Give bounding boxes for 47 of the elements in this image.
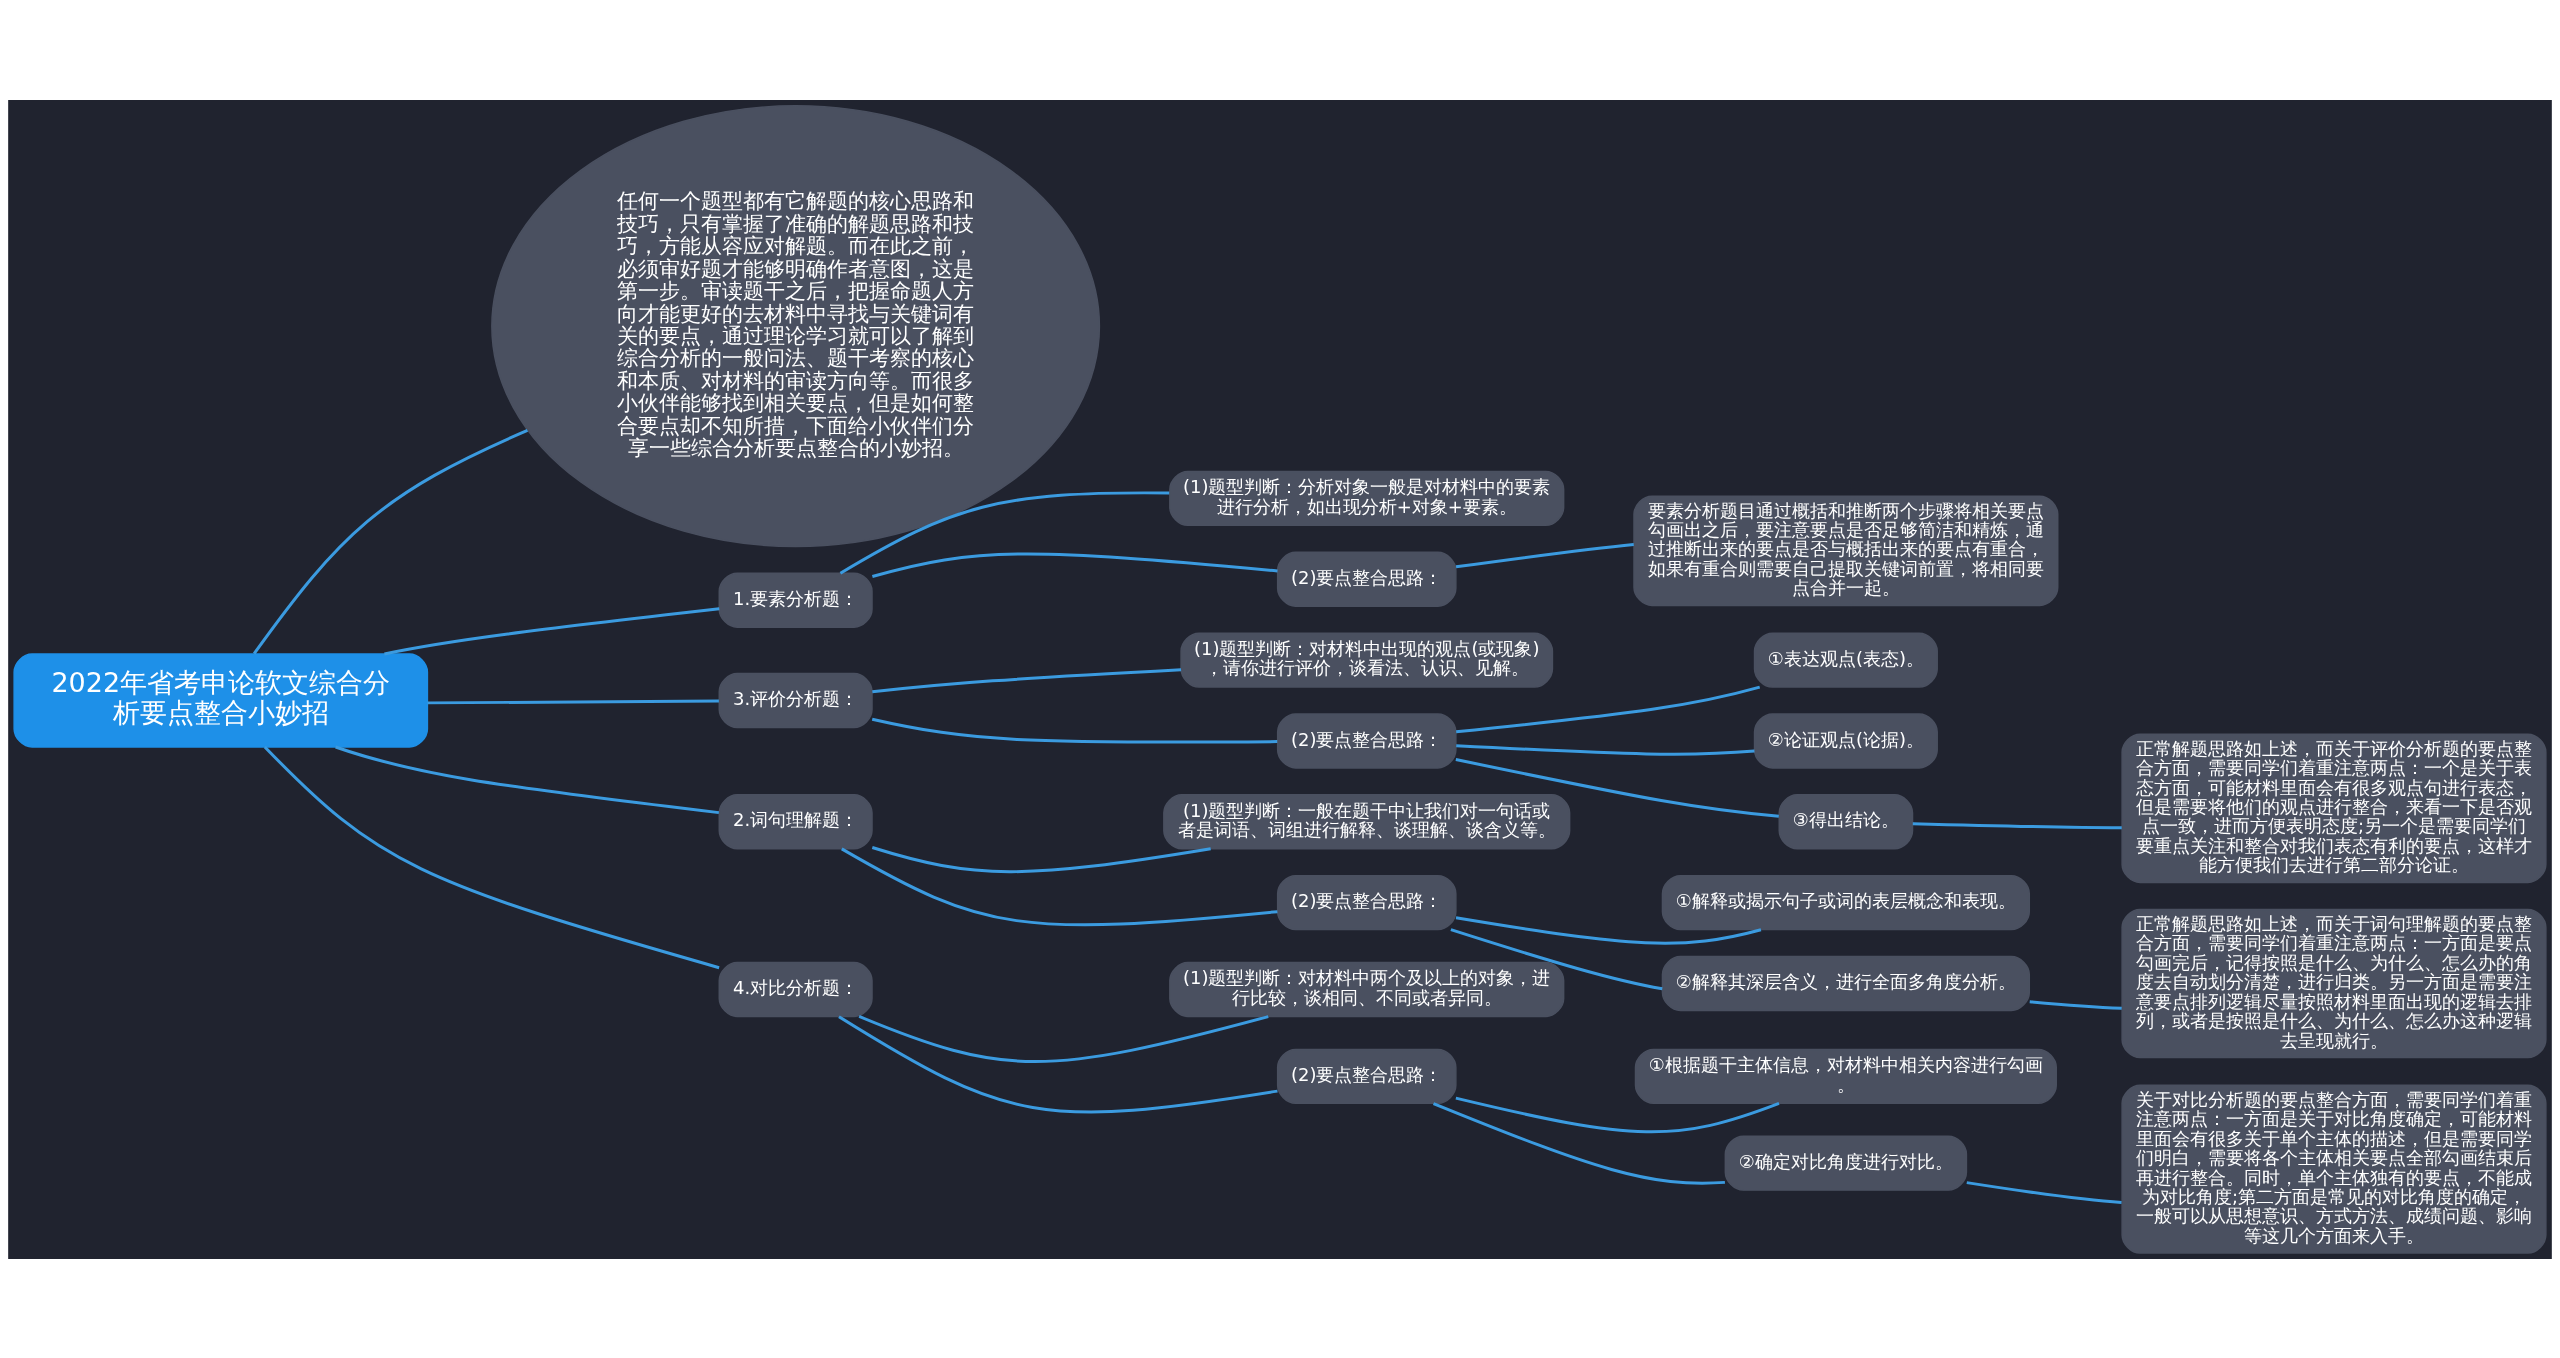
connector [252, 428, 529, 655]
node-box: ②论证观点(论据)。 [1753, 712, 1938, 769]
node-box: 3.评价分析题： [718, 672, 873, 728]
connector [2029, 999, 2122, 1010]
node-box: (1)题型判断：对材料中出现的观点(或现象)，请你进行评价，谈看法、认识、见解。 [1180, 631, 1554, 688]
node-box: 正常解题思路如上述，而关于词句理解题的要点整合方面，需要同学们着重注意两点：一方面是要点勾画完后，记得按照是什么、为什么、怎么办的角度去自动划分清楚，进行归类。另一方面是需要注意要点排列逻辑尽量按照材料里面出现的逻辑去排列，或者是按照是什么、为什么、怎么办这种逻辑去呈现就行。 [2121, 908, 2547, 1058]
connector [858, 1014, 1269, 1063]
node-box: ②解释其深层含义，进行全面多角度分析。 [1661, 955, 2031, 1011]
connector [841, 847, 1278, 926]
node-box: ②确定对比角度进行对比。 [1724, 1134, 1968, 1191]
node-box: 要素分析题目通过概括和推断两个步骤将相关要点勾画出之后，要注意要点是否足够简洁和精炼，通过推断出来的要点是否与概括出来的要点有重合，如果有重合则需要自己提取关键词前置，将相同要点合并一起。 [1633, 494, 2059, 606]
connector [1455, 757, 1779, 818]
node-box: 4.对比分析题： [718, 961, 873, 1017]
connector [384, 606, 720, 655]
connector [1432, 1101, 1725, 1185]
node-ellipse: 任何一个题型都有它解题的核心思路和技巧，只有掌握了准确的解题思路和技巧，方能从容应对解题。而在此之前，必须审好题才能够明确作者意图，这是第一步。审读题干之后，把握命题人方向才能更好的去材料中寻找与关键词有关的要点，通过理论学习就可以了解到综合分析的一般问法、题干考察的核心和本质、对材料的审读方向等。而很多小伙伴能够找到相关要点，但是如何整合要点却不知所措，下面给小伙伴们分享一些综合分析要点整合的小妙招。 [491, 104, 1101, 547]
node-box: ①根据题干主体信息，对材料中相关内容进行勾画。 [1634, 1048, 2057, 1104]
node-box: (1)题型判断：分析对象一般是对材料中的要素进行分析，如出现分析+对象+要素。 [1169, 470, 1565, 526]
connector [1966, 1180, 2122, 1204]
node-box: ③得出结论。 [1778, 793, 1914, 849]
node-box: (2)要点整合思路： [1276, 874, 1457, 930]
node-box: (1)题型判断：一般在题干中让我们对一句话或者是词语、词组进行解释、谈理解、谈含义等。 [1163, 793, 1571, 849]
node-box: ①解释或揭示句子或词的表层概念和表现。 [1661, 874, 2031, 930]
connector [263, 745, 720, 969]
node-box: (2)要点整合思路： [1276, 1048, 1457, 1104]
connector [427, 699, 719, 704]
connector [839, 490, 1170, 574]
node-box: (2)要点整合思路： [1276, 551, 1457, 607]
connector [838, 1014, 1278, 1113]
connector [872, 552, 1278, 578]
connector [1456, 685, 1761, 733]
connector [872, 667, 1182, 693]
node-box: 2.词句理解题： [718, 793, 873, 849]
node-box: 正常解题思路如上述，而关于评价分析题的要点整合方面，需要同学们着重注意两点：一个是关于表态方面，可能材料里面会有很多观点句进行表态，但是需要将他们的观点进行整合，来看一下是否观点一致，进而方便表明态度;另一个是需要同学们要重点关注和整合对我们表态有利的要点，这样才能方便我们去进行第二部分论证。 [2121, 732, 2547, 883]
node-box: (1)题型判断：对材料中两个及以上的对象，进行比较，谈相同、不同或者异同。 [1169, 961, 1565, 1017]
node-box: ①表达观点(表态)。 [1753, 631, 1938, 688]
node-box: 2022年省考申论软文综合分析要点整合小妙招 [13, 652, 429, 748]
connector [1456, 743, 1755, 756]
connector [871, 845, 1211, 873]
connector [335, 745, 720, 814]
connector [871, 717, 1278, 744]
node-box: 关于对比分析题的要点整合方面，需要同学们着重注意两点：一方面是关于对比角度确定，可能材料里面会有很多关于单个主体的描述，但是需要同学们明白，需要将各个主体相关要点全部勾画结束后再进行整合。同时，单个主体独有的要点，不能成为对比角度;第二方面是常见的对比角度的确定，一般可以从思想意识、方式方法、成绩问题、影响等这几个方面来入手。 [2121, 1084, 2547, 1254]
node-box: 1.要素分析题： [718, 572, 873, 628]
connector [1450, 927, 1663, 990]
node-box: (2)要点整合思路： [1276, 712, 1457, 769]
connector [1455, 542, 1634, 568]
connector [1912, 821, 2122, 829]
